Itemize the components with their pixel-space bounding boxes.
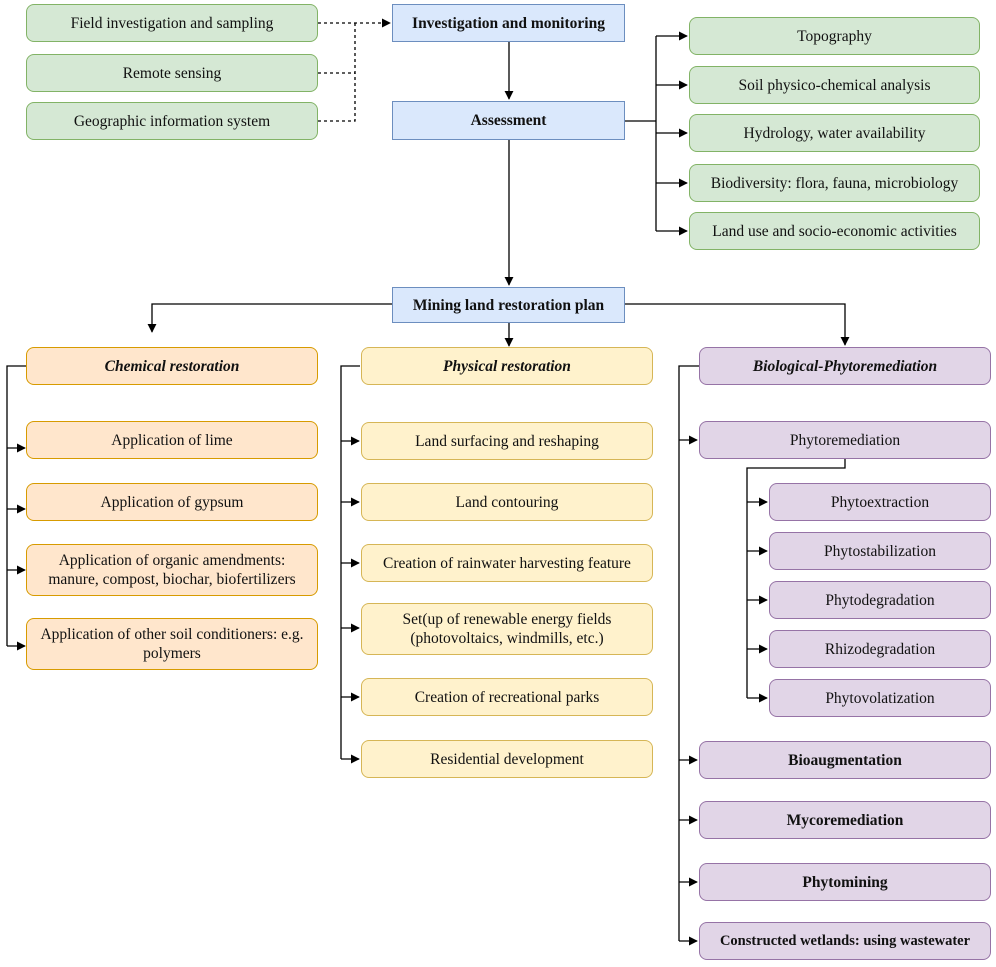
- connector-chemical-trunk: [6, 365, 26, 646]
- connector-assessment-to-items: [625, 36, 657, 231]
- phyto-sub-rhizodegradation: Rhizodegradation: [769, 630, 991, 668]
- assessment-item-biodiversity: Biodiversity: flora, fauna, microbiology: [689, 164, 980, 202]
- input-gis: Geographic information system: [26, 102, 318, 140]
- chemical-item-lime: Application of lime: [26, 421, 318, 459]
- physical-item-rainwater: Creation of rainwater harvesting feature: [361, 544, 653, 582]
- physical-item-residential: Residential development: [361, 740, 653, 778]
- chemical-item-conditioners: Application of other soil conditioners: …: [26, 618, 318, 670]
- input-remote-sensing: Remote sensing: [26, 54, 318, 92]
- connector-gis: [318, 73, 356, 122]
- assessment-box: Assessment: [392, 101, 625, 140]
- chemical-restoration-header: Chemical restoration: [26, 347, 318, 385]
- phyto-sub-phytostabilization: Phytostabilization: [769, 532, 991, 570]
- connector-plan-to-biological: [625, 303, 850, 346]
- connector-plan-to-chemical: [147, 303, 392, 333]
- physical-item-contouring: Land contouring: [361, 483, 653, 521]
- physical-restoration-header: Physical restoration: [361, 347, 653, 385]
- physical-item-energy: Set(up of renewable energy fields (photo…: [361, 603, 653, 655]
- bio-item-phytomining: Phytomining: [699, 863, 991, 901]
- assessment-item-topography: Topography: [689, 17, 980, 55]
- chemical-item-gypsum: Application of gypsum: [26, 483, 318, 521]
- bio-item-phytoremediation: Phytoremediation: [699, 421, 991, 459]
- connector-biological-trunk: [678, 365, 699, 941]
- connector-remote-sensing: [318, 23, 356, 74]
- phyto-sub-phytodegradation: Phytodegradation: [769, 581, 991, 619]
- investigation-monitoring-box: Investigation and monitoring: [392, 4, 625, 42]
- bio-item-bioaugmentation: Bioaugmentation: [699, 741, 991, 779]
- assessment-item-soil: Soil physico-chemical analysis: [689, 66, 980, 104]
- biological-restoration-header: Biological-Phytoremediation: [699, 347, 991, 385]
- input-field-investigation: Field investigation and sampling: [26, 4, 318, 42]
- physical-item-parks: Creation of recreational parks: [361, 678, 653, 716]
- restoration-plan-box: Mining land restoration plan: [392, 287, 625, 323]
- connector-phyto-trunk: [746, 459, 846, 698]
- bio-item-constructed-wetlands: Constructed wetlands: using wastewater: [699, 922, 991, 960]
- assessment-item-hydrology: Hydrology, water availability: [689, 114, 980, 152]
- chemical-item-organic: Application of organic amendments: manur…: [26, 544, 318, 596]
- assessment-item-land-use: Land use and socio-economic activities: [689, 212, 980, 250]
- bio-item-mycoremediation: Mycoremediation: [699, 801, 991, 839]
- physical-item-surfacing: Land surfacing and reshaping: [361, 422, 653, 460]
- phyto-sub-phytoextraction: Phytoextraction: [769, 483, 991, 521]
- phyto-sub-phytovolatization: Phytovolatization: [769, 679, 991, 717]
